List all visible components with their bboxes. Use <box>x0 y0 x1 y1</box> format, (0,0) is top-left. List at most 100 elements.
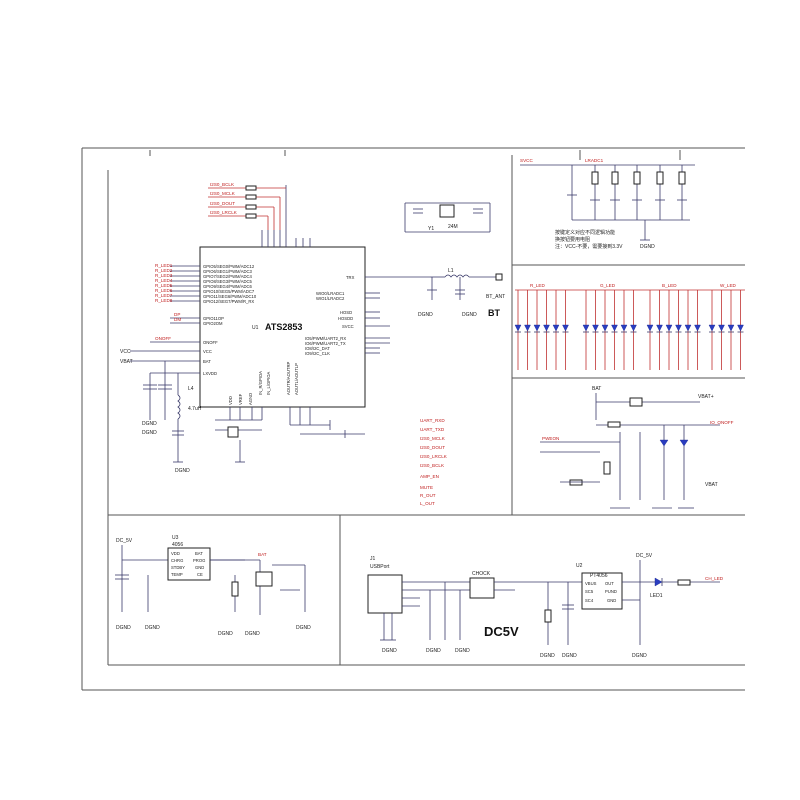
svg-text:CHRG: CHRG <box>171 558 183 563</box>
svg-text:PUND: PUND <box>605 589 617 594</box>
l4-value: 4.7uH <box>188 406 202 412</box>
dc5v-title: DC5V <box>484 624 519 639</box>
led-diode <box>684 324 692 332</box>
net-label-dm: DM <box>174 317 181 322</box>
svg-text:SC4: SC4 <box>585 598 594 603</box>
u1-left-pin: GPIO12/SEG7/PWM/R_RX <box>203 299 254 304</box>
u2-part: PT4056 <box>590 573 608 579</box>
gnd-label: DGND <box>455 648 470 654</box>
gnd-label: DGND <box>640 244 655 250</box>
svg-text:BAT: BAT <box>195 551 203 556</box>
lradc-label: LRADC1 <box>585 158 604 163</box>
led-diode <box>611 324 618 332</box>
net-label: AMP_EN <box>420 474 439 479</box>
u1-uart-pin: IO9/I2C_CLK <box>305 351 330 356</box>
u3-part: 4056 <box>172 542 183 548</box>
u1-uart-pin: IO6/PWM/UART2_TX <box>305 341 346 346</box>
svg-text:PROG: PROG <box>193 558 205 563</box>
net-label: I2S0_LRCLK <box>420 454 448 459</box>
svcc-label: SVCC <box>520 158 533 163</box>
charger-u3: DC_5V U3 4056 VDD CHRG STDBY TEMP BAT PR… <box>115 535 311 637</box>
u1-mid-pin: VCC <box>203 349 212 354</box>
usb-label: USBPort <box>370 564 390 570</box>
gnd-label: DGND <box>462 312 477 318</box>
led-diode <box>656 324 663 332</box>
dc5v-net-label: DC_5V <box>636 553 653 559</box>
led-diode <box>543 324 550 332</box>
gnd-markers: DGND DGND DGND <box>142 312 477 436</box>
led-diode <box>708 324 716 332</box>
u1-left-pin: GPIO11/SEG6/PWM/ADC10 <box>203 294 257 299</box>
u1-right-pin: SVCC <box>342 324 354 329</box>
svg-text:OUT: OUT <box>605 581 614 586</box>
u1-uart-pin: IO8/I2C_DAT <box>305 346 330 351</box>
u1-ref-label: U1 <box>252 325 259 331</box>
u1-left-pin: GPIO10/SEG5/PWM/ADC7 <box>203 289 255 294</box>
svg-text:AGND: AGND <box>248 393 253 405</box>
svg-text:IN_R/GPIOA: IN_R/GPIOA <box>258 371 263 395</box>
led-group-label: B_LED <box>662 283 677 288</box>
bt-ant-label: BT_ANT <box>486 294 505 300</box>
choke-label: CHOCK <box>472 571 491 577</box>
u1-mid-pin: GPIO11OP <box>203 316 224 321</box>
u1-mid-pin: LXVDD <box>203 371 217 376</box>
svg-text:SC5: SC5 <box>585 589 594 594</box>
svg-text:CE: CE <box>197 572 203 577</box>
led-diode <box>694 324 701 332</box>
led-matrix: R_LED G_LED B_LED W_LED <box>514 283 745 370</box>
net-label-onoff: ONOFF <box>155 336 171 341</box>
u1-right-pin: WIO0/LRADC1 <box>316 291 345 296</box>
net-label: L_OUT <box>420 501 435 506</box>
net-label: MUTE <box>420 485 433 490</box>
net-label: I2S0_DOUT <box>210 201 235 206</box>
led-diode <box>718 324 725 332</box>
sheet-frame <box>81 147 745 691</box>
power-switch: BAT VBAT+ IO_ONOFF PWEON VBAT <box>540 386 734 509</box>
vbat-label: VBAT <box>705 482 718 488</box>
l1-ref: L1 <box>448 268 454 274</box>
led-diode <box>592 324 599 332</box>
key-note-line: 按键定义对应不同逻辑功能 <box>555 229 615 236</box>
gnd-label: DGND <box>540 653 555 659</box>
u1-right-pin: HOSDD <box>338 316 353 321</box>
led-diode <box>582 324 590 332</box>
net-label: I2S0_LRCLK <box>210 210 238 215</box>
svg-text:VREF: VREF <box>238 393 243 405</box>
gnd-label: DGND <box>382 648 397 654</box>
led-diode <box>562 324 569 332</box>
net-label: R_LED3 <box>155 273 173 278</box>
svg-text:AOUTL/AOUTLP: AOUTL/AOUTLP <box>294 363 299 395</box>
crystal-y1: 24M Y1 <box>404 202 491 233</box>
net-label: R_LED8 <box>155 298 173 303</box>
svg-text:TEMP: TEMP <box>171 572 183 577</box>
net-label: R_LED2 <box>155 268 173 273</box>
u1-mid-pin: ONOFF <box>203 340 218 345</box>
gnd-label: DGND <box>296 625 311 631</box>
net-label: I2S0_BCLK <box>420 463 445 468</box>
net-label: R_LED7 <box>155 293 173 298</box>
led-diode <box>675 324 682 332</box>
net-label-vcc: VCC <box>120 349 131 355</box>
net-label: UART_RXD <box>420 418 445 423</box>
led-diode <box>665 324 673 332</box>
u1-uart-pin: IO5/PWM/UART2_RX <box>305 336 346 341</box>
chled-label: CH_LED <box>705 576 724 581</box>
gnd-label: DGND <box>562 653 577 659</box>
led-diode <box>630 324 637 332</box>
gnd-label: DGND <box>142 430 157 436</box>
pweon-label: PWEON <box>542 436 559 441</box>
led-diode <box>737 324 744 332</box>
charger-u2: DGND DGND U2 PT4056 VBUS SC5 SC4 OUT PUN… <box>540 553 724 659</box>
net-label: I2S0_MCLK <box>210 191 236 196</box>
u1-left-pin: GPIO7/SEG2/PWM/ADC4 <box>203 274 253 279</box>
net-label: R_LED5 <box>155 283 173 288</box>
net-label: R_LED1 <box>155 263 173 268</box>
led-diode <box>646 324 654 332</box>
bt-label: BT <box>488 308 500 318</box>
onoff-io-label: IO_ONOFF <box>710 420 734 425</box>
u1-left-pin: GPIO8/SEG3/PWM/ADC5 <box>203 279 253 284</box>
gnd-label: DGND <box>245 631 260 637</box>
led-group-label: G_LED <box>600 283 616 288</box>
bat-label: BAT <box>592 386 601 392</box>
